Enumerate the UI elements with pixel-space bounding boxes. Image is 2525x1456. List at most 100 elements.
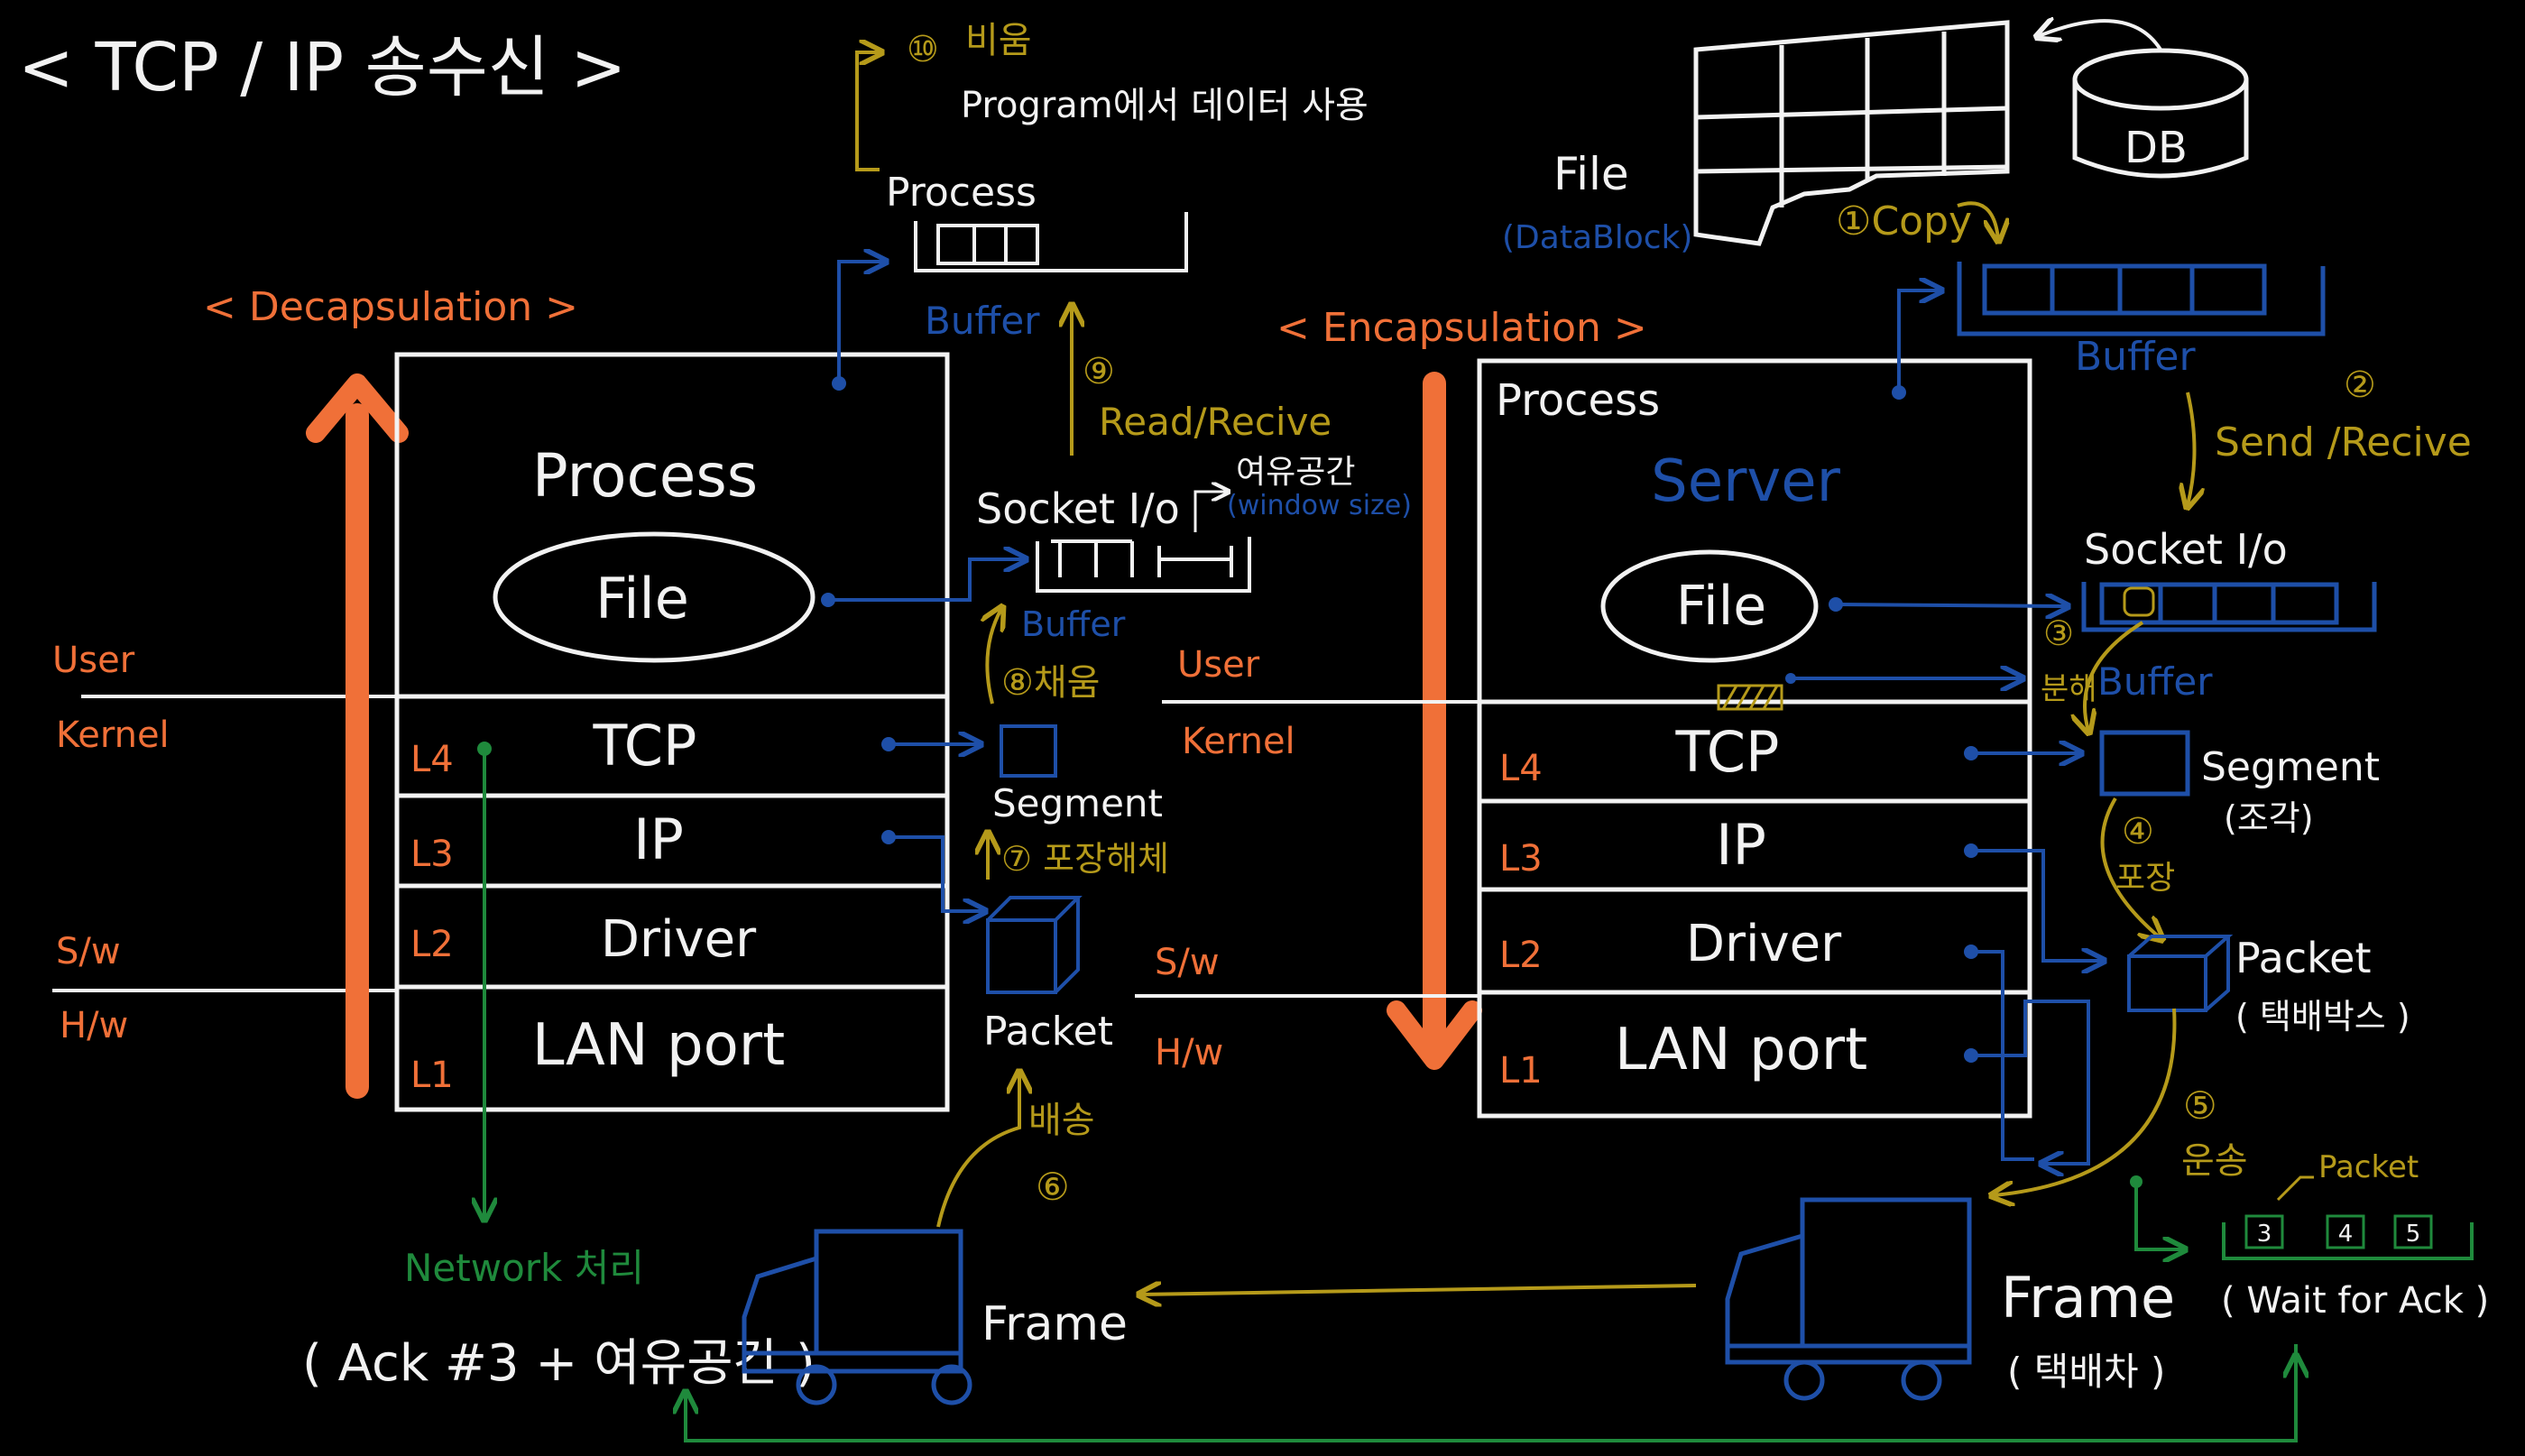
packet-small-label: Packet — [2318, 1149, 2419, 1185]
sender-socket-buffer-label: Buffer — [2097, 659, 2213, 704]
decapsulation-heading: < Decapsulation > — [203, 284, 578, 330]
sender-packet-cube — [2127, 935, 2234, 1012]
db-label: DB — [2124, 123, 2188, 173]
receiver-tcp-label: TCP — [593, 713, 697, 779]
receiver-segment-box — [1000, 724, 1057, 778]
receiver-socket-buffer-label: Buffer — [1021, 604, 1126, 644]
sender-l3-label: L3 — [1499, 838, 1543, 880]
receiver-packet-cube — [986, 896, 1083, 994]
wait-packet-4 — [2326, 1214, 2365, 1249]
send-recive-label: Send /Recive — [2215, 419, 2472, 465]
network-process-label: Network 처리 — [404, 1246, 644, 1290]
sender-l1-label: L1 — [1499, 1050, 1543, 1092]
sender-server-label: Server — [1651, 448, 1841, 515]
fill-arrow — [987, 609, 1001, 705]
process-to-buffer-arrow — [837, 262, 884, 383]
datablock-label: (DataBlock) — [1502, 219, 1692, 256]
wait-packet-5-label: 5 — [2406, 1221, 2421, 1248]
sender-buffer-label: Buffer — [2075, 334, 2196, 380]
socket-first-chunk — [2123, 586, 2155, 617]
kernel-label-right: Kernel — [1182, 721, 1295, 762]
receiver-segment-label: Segment — [992, 781, 1163, 825]
wait-branch-arrow — [2134, 1182, 2183, 1249]
sender-socket-io-label: Socket I/o — [2084, 525, 2288, 574]
receiver-l2-label: L2 — [410, 924, 454, 965]
receiver-l1-label: L1 — [410, 1055, 454, 1096]
sender-lan-label: LAN port — [1615, 1017, 1867, 1083]
sender-packet-label: Packet — [2235, 934, 2372, 982]
step1-label: ①Copy — [1836, 198, 1972, 244]
receiver-frame-label: Frame — [981, 1297, 1128, 1351]
db-to-file-arrow — [2039, 21, 2162, 51]
send-recive-arrow — [2188, 392, 2195, 505]
sender-file-label: File — [1676, 575, 1766, 638]
hw-label-left: H/w — [60, 1005, 128, 1046]
receiver-driver-label: Driver — [601, 910, 757, 969]
wrap-arrow — [2100, 797, 2161, 938]
copy-arrow — [1957, 201, 1998, 239]
transport-label: 운송 — [2181, 1140, 2248, 1182]
sw-label-right: S/w — [1155, 942, 1220, 983]
step9-number: ⑨ — [1083, 351, 1115, 392]
packet-small-bracket — [2276, 1175, 2314, 1202]
sender-file-to-socket-arrow — [1835, 604, 2066, 606]
page-title: < TCP / IP 송수신 > — [18, 29, 626, 106]
wait-packet-3 — [2244, 1214, 2284, 1249]
sender-file-caption: File — [1553, 148, 1629, 200]
sender-lan-arrow — [1971, 1000, 2090, 1164]
sender-segment-label: Segment — [2201, 744, 2380, 790]
receiver-socket-io-label: Socket I/o — [976, 484, 1180, 533]
hw-label-right: H/w — [1155, 1032, 1223, 1074]
window-size-label: (window size) — [1227, 490, 1412, 521]
read-recive-label: Read/Recive — [1099, 400, 1332, 444]
sender-socket-buffer — [2081, 582, 2377, 632]
wait-for-ack-label: ( Wait for Ack ) — [2221, 1280, 2489, 1322]
sender-tcp-label: TCP — [1675, 719, 1780, 785]
receiver-socket-buffer — [1036, 537, 1251, 593]
receiver-top-process-label: Process — [886, 170, 1037, 216]
sender-l2-label: L2 — [1499, 935, 1543, 976]
receiver-ip-label: IP — [633, 806, 684, 872]
step2-label: ② — [2344, 364, 2376, 406]
sender-packet-sub: ( 택배박스 ) — [2235, 997, 2410, 1037]
db-cylinder — [2072, 48, 2249, 179]
sender-frame-sub: ( 택배차 ) — [2007, 1350, 2165, 1394]
sender-l4-label: L4 — [1499, 748, 1543, 789]
wait-packet-4-label: 4 — [2338, 1221, 2354, 1248]
receiver-stack — [394, 352, 950, 1112]
step6-label: ⑥ — [1036, 1165, 1070, 1209]
ip-to-packet-arrow — [889, 835, 983, 911]
step3-label: ③ — [2043, 613, 2074, 653]
user-label-left: User — [52, 640, 135, 681]
wrap-label: 포장 — [2115, 860, 2175, 897]
sender-process-label: Process — [1496, 375, 1660, 426]
receiver-l4-label: L4 — [410, 739, 454, 780]
step5-label: ⑤ — [2183, 1083, 2217, 1128]
free-space-label: 여유공간 — [1236, 454, 1355, 491]
sender-ip-label: IP — [1716, 812, 1766, 878]
wait-packet-3-label: 3 — [2257, 1221, 2272, 1248]
step4-label: ④ — [2122, 811, 2154, 852]
receiver-packet-label: Packet — [983, 1009, 1113, 1055]
sender-file-ellipse — [1600, 549, 1819, 663]
receiver-file-ellipse — [493, 531, 816, 663]
sender-stack — [1477, 358, 2032, 1119]
tcp-header-mark — [1717, 684, 1783, 711]
ack-label: ( Ack #3 + 여유공간 ) — [302, 1334, 816, 1393]
frame-send-arrow — [1141, 1286, 1697, 1295]
step7-label: ⑦ 포장해체 — [1001, 839, 1169, 879]
encapsulation-arrowhead — [1387, 1000, 1482, 1070]
sender-process-buffer — [1957, 262, 2326, 336]
step10-bracket — [855, 52, 880, 171]
step8-label: ⑧채움 — [1001, 662, 1100, 704]
step10-desc: Program에서 데이터 사용 — [961, 85, 1368, 126]
receiver-truck — [742, 1229, 972, 1405]
sender-process-to-buffer-arrow — [1897, 290, 1940, 392]
sender-driver-label: Driver — [1686, 915, 1842, 973]
receiver-process-label: Process — [532, 441, 758, 511]
receiver-file-label: File — [595, 566, 689, 631]
sender-ip-to-packet-arrow — [1971, 849, 2102, 961]
decapsulation-arrowhead — [306, 373, 409, 443]
delivery-arrow — [936, 1074, 1019, 1228]
